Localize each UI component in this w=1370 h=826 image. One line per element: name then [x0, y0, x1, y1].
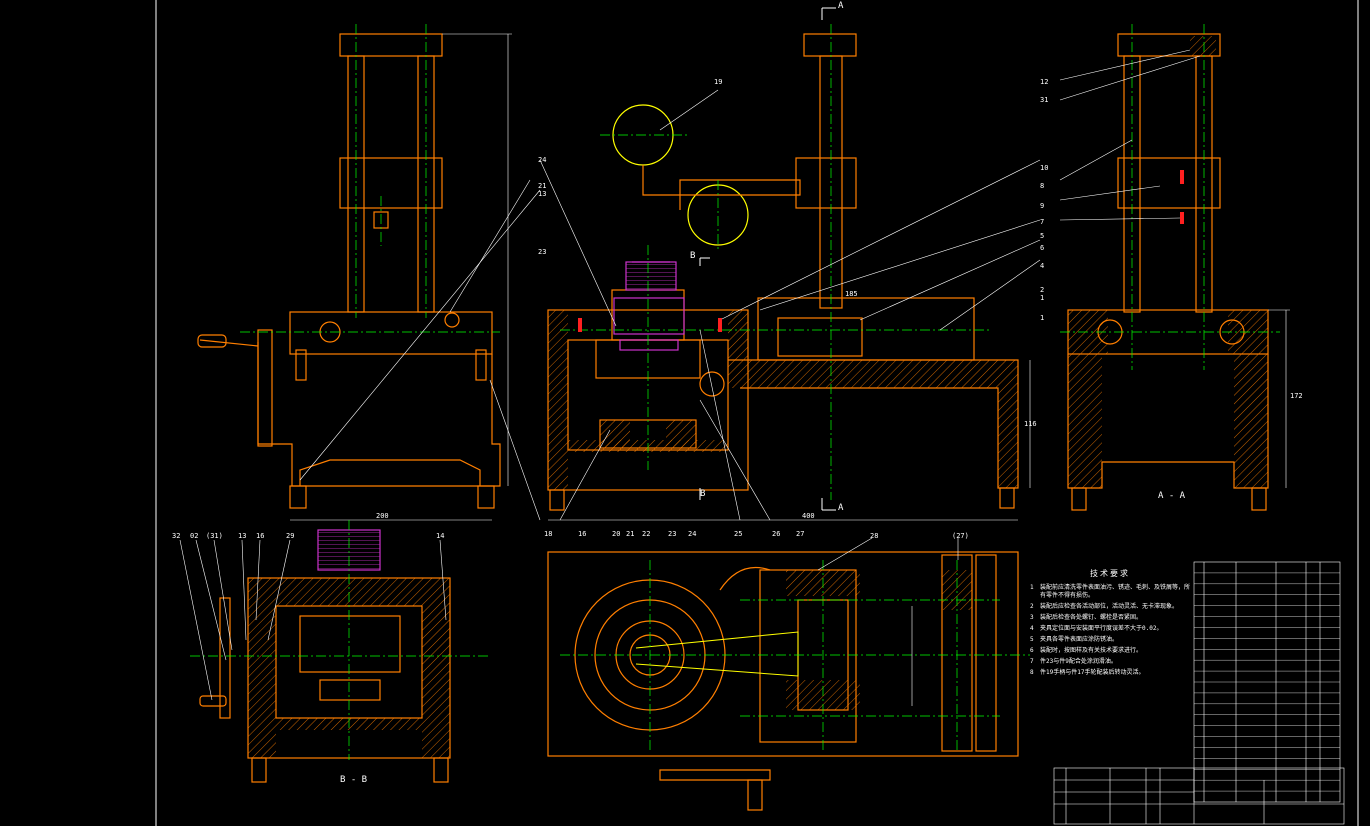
part-label: 19	[714, 78, 723, 86]
part-label: 9	[1040, 202, 1045, 210]
dimension-text: 185	[845, 290, 858, 298]
part-label: 5	[1040, 232, 1045, 240]
part-label: 2	[1040, 286, 1045, 294]
part-label: 16	[256, 532, 265, 540]
bottom-center-centerlines	[560, 560, 1030, 750]
section-mark: B	[700, 489, 706, 499]
dimension-text: 116	[1024, 420, 1037, 428]
part-label: 24	[538, 156, 547, 164]
bottom-left-hatching	[248, 578, 450, 758]
part-label: 10	[1040, 164, 1049, 172]
bom-rows	[1194, 572, 1340, 792]
left-view-centerlines	[240, 24, 500, 333]
center-view-centerlines	[560, 24, 990, 500]
part-label: 7	[1040, 218, 1045, 226]
part-label: 6	[1040, 244, 1045, 252]
part-label: 25	[734, 530, 743, 538]
part-label: 14	[436, 532, 445, 540]
section-caption: B - B	[340, 775, 368, 785]
part-label: 8	[1040, 182, 1045, 190]
dimension-text: 400	[802, 512, 815, 520]
part-label: 21	[626, 530, 635, 538]
section-mark: B	[690, 251, 696, 261]
part-label: 24	[688, 530, 697, 538]
part-label: 13	[238, 532, 247, 540]
bottom-center-yellow	[635, 631, 799, 677]
bottom-center-leaders	[817, 537, 959, 706]
left-side-view	[197, 33, 501, 509]
part-label: 1	[1040, 294, 1045, 302]
part-label: (31)	[206, 532, 223, 540]
drawing-frame	[155, 0, 1359, 826]
center-view-hatching	[548, 310, 1018, 490]
part-label: 26	[772, 530, 781, 538]
part-label: 1	[1040, 314, 1045, 322]
part-label: 23	[538, 248, 547, 256]
bottom-center-hatching	[786, 570, 972, 710]
part-label: 23	[668, 530, 677, 538]
part-label: 21	[538, 182, 547, 190]
bottom-left-view	[199, 577, 451, 783]
title-block	[1053, 767, 1345, 825]
red-marks	[578, 170, 1184, 332]
right-view-centerlines	[1060, 24, 1280, 370]
part-label: 12	[1040, 78, 1049, 86]
part-label: 13	[538, 190, 547, 198]
part-label: (27)	[952, 532, 969, 540]
bottom-left-centerlines	[190, 520, 490, 760]
part-label: 29	[286, 532, 295, 540]
part-label: 18	[544, 530, 553, 538]
part-label: 20	[612, 530, 621, 538]
part-label: 4	[1040, 262, 1045, 270]
right-view-hatching	[1068, 36, 1268, 488]
left-view-dimensions	[290, 33, 541, 521]
part-label: 31	[1040, 96, 1049, 104]
center-view-workpiece	[613, 261, 685, 351]
part-label: 02	[190, 532, 199, 540]
section-caption: A - A	[1158, 491, 1186, 501]
section-mark: A	[838, 503, 844, 513]
right-view-leaders	[1059, 49, 1290, 488]
center-view-leaders	[539, 89, 1041, 521]
section-mark: A	[838, 1, 844, 11]
tech-title: 技术要求	[1090, 569, 1130, 578]
part-label: 16	[578, 530, 587, 538]
bottom-left-leaders	[179, 539, 447, 701]
part-label: 22	[642, 530, 651, 538]
section-marks	[699, 7, 836, 511]
dimension-text: 200	[376, 512, 389, 520]
part-label: 28	[870, 532, 879, 540]
part-label: 32	[172, 532, 181, 540]
part-label: 27	[796, 530, 805, 538]
dimension-text: 172	[1290, 392, 1303, 400]
